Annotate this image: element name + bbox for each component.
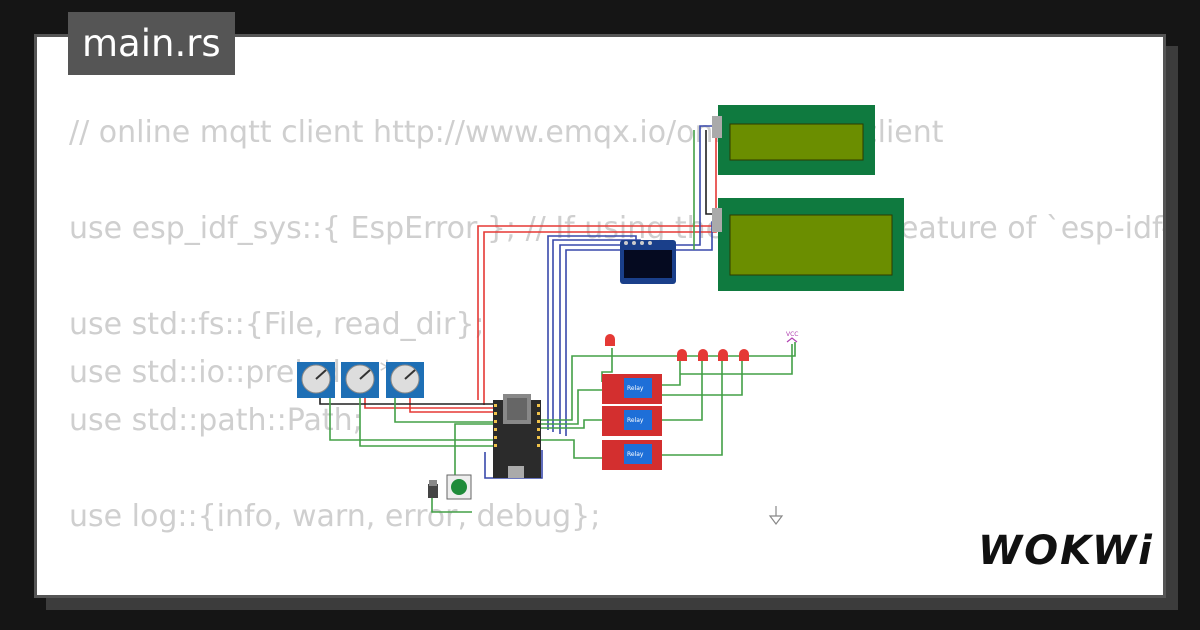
potentiometer-2 bbox=[341, 362, 379, 398]
wire-green bbox=[662, 360, 681, 386]
wire-green bbox=[329, 398, 493, 441]
editor-preview-frame: // online mqtt client http://www.emqx.io… bbox=[34, 34, 1166, 598]
code-line: use std::path::Path; bbox=[69, 403, 363, 438]
slide-switch bbox=[428, 480, 438, 498]
code-view: // online mqtt client http://www.emqx.io… bbox=[69, 109, 1163, 595]
wokwi-logo: WOKWi bbox=[978, 528, 1154, 574]
wire-green bbox=[540, 342, 796, 421]
potentiometer-1 bbox=[297, 362, 335, 398]
oled-display bbox=[620, 240, 676, 284]
led-red bbox=[605, 334, 615, 346]
led-red bbox=[698, 349, 708, 361]
wire-green bbox=[394, 398, 493, 423]
lcd-display-small bbox=[712, 105, 875, 175]
push-button bbox=[446, 474, 472, 500]
wire-green bbox=[680, 344, 793, 375]
relay-module-1: Relay bbox=[602, 374, 662, 404]
file-tab[interactable]: main.rs bbox=[68, 12, 235, 75]
wire-green bbox=[662, 360, 723, 456]
wire-green bbox=[359, 398, 493, 447]
led-red bbox=[739, 349, 749, 361]
ground-icon bbox=[768, 506, 784, 525]
relay-label: Relay bbox=[627, 417, 644, 424]
led-red bbox=[718, 349, 728, 361]
esp32-board bbox=[493, 394, 541, 478]
wire-blue bbox=[559, 125, 722, 434]
relay-module-3: Relay bbox=[602, 440, 662, 470]
potentiometer-3 bbox=[386, 362, 424, 398]
wire-red bbox=[409, 398, 493, 413]
relay-label: Relay bbox=[627, 385, 644, 392]
wire-green bbox=[454, 423, 493, 494]
wire-green bbox=[431, 498, 472, 513]
wire-green bbox=[540, 439, 602, 459]
svg-text:VCC: VCC bbox=[786, 331, 798, 338]
wire-green bbox=[662, 360, 743, 396]
vcc-symbol: VCC bbox=[786, 331, 798, 343]
wire-green bbox=[540, 419, 602, 429]
code-line: use log::{info, warn, error, debug}; bbox=[69, 499, 601, 534]
code-line: use std::fs::{File, read_dir}; bbox=[69, 307, 485, 342]
relay-module-2: Relay bbox=[602, 406, 662, 436]
led-red bbox=[677, 349, 687, 361]
lcd-display-large bbox=[712, 198, 904, 291]
wire-black bbox=[319, 398, 493, 405]
wire-red bbox=[364, 398, 493, 409]
wire-red bbox=[483, 123, 722, 405]
wire-green bbox=[662, 360, 703, 421]
relay-label: Relay bbox=[627, 451, 644, 458]
wire-green bbox=[540, 389, 602, 425]
